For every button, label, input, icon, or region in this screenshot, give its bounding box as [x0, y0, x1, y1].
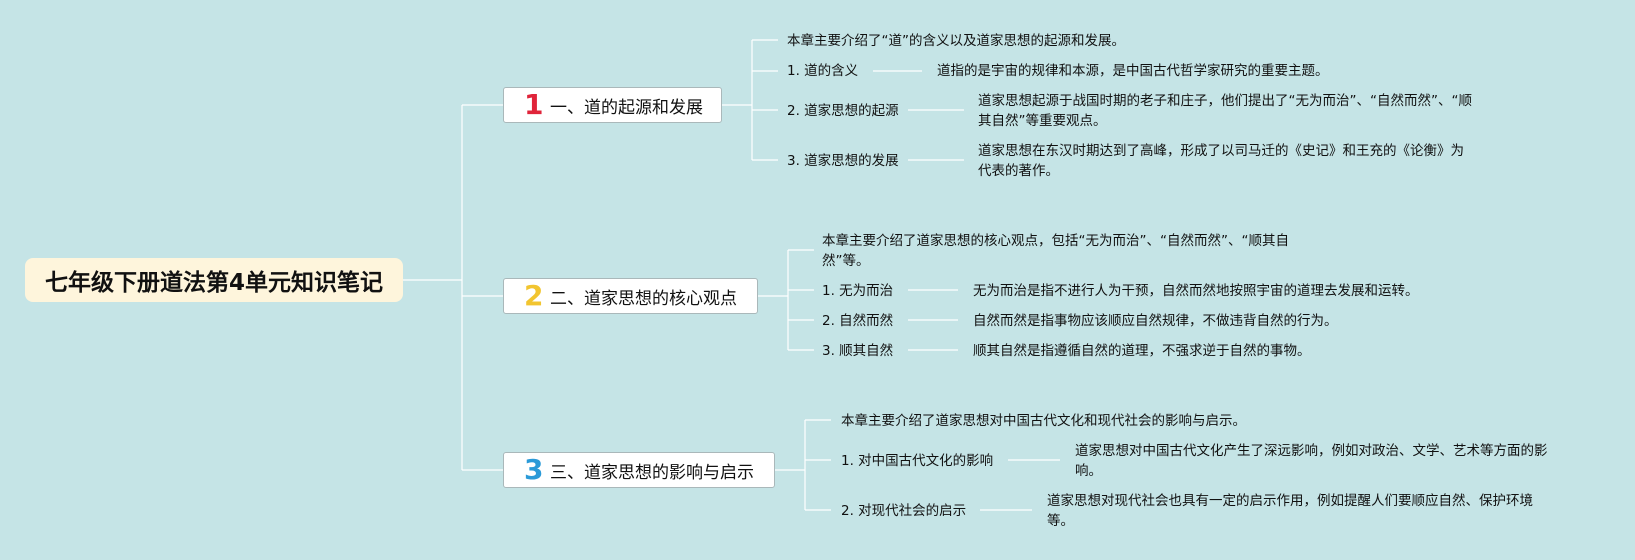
branch-2-item-2-detail: 自然而然是指事物应该顺应自然规律，不做违背自然的行为。	[973, 313, 1338, 329]
branch-3-item-2-detail: 道家思想对现代社会也具有一定的启示作用，例如提醒人们要顺应自然、保护环境等。	[1047, 493, 1533, 529]
branch-3-item-1-detail: 道家思想对中国古代文化产生了深远影响，例如对政治、文学、艺术等方面的影响。	[1075, 443, 1548, 479]
branch-1-item-1-label: 1. 道的含义	[787, 63, 859, 79]
branch-3-title: 三、道家思想的影响与启示	[550, 462, 754, 483]
branch-1-node[interactable]: 1 一、道的起源和发展	[503, 87, 722, 123]
root-title: 七年级下册道法第4单元知识笔记	[44, 270, 383, 296]
branch-1-item-2-detail: 道家思想起源于战国时期的老子和庄子，他们提出了“无为而治”、“自然而然”、“顺其…	[978, 93, 1472, 129]
number-1-icon: 1	[524, 88, 544, 121]
branch-1-item-3-label: 3. 道家思想的发展	[787, 153, 899, 169]
root-node[interactable]: 七年级下册道法第4单元知识笔记	[25, 258, 403, 302]
branch-2-item-1-label: 1. 无为而治	[822, 283, 894, 299]
branch-1-intro: 本章主要介绍了“道”的含义以及道家思想的起源和发展。	[787, 33, 1125, 49]
branch-3-item-2-label: 2. 对现代社会的启示	[841, 503, 967, 519]
branch-2-item-2-label: 2. 自然而然	[822, 313, 894, 329]
branch-2-item-1-detail: 无为而治是指不进行人为干预，自然而然地按照宇宙的道理去发展和运转。	[973, 283, 1419, 299]
number-2-icon: 2	[524, 279, 544, 312]
branch-1-item-1-detail: 道指的是宇宙的规律和本源，是中国古代哲学家研究的重要主题。	[937, 63, 1329, 79]
branch-2-node[interactable]: 2 二、道家思想的核心观点	[503, 278, 758, 314]
branch-2-intro: 本章主要介绍了道家思想的核心观点，包括“无为而治”、“自然而然”、“顺其自然”等…	[822, 233, 1289, 269]
branch-1-item-3-detail: 道家思想在东汉时期达到了高峰，形成了以司马迁的《史记》和王充的《论衡》为代表的著…	[978, 143, 1464, 179]
branch-3-intro: 本章主要介绍了道家思想对中国古代文化和现代社会的影响与启示。	[841, 413, 1246, 429]
branch-1-item-2-label: 2. 道家思想的起源	[787, 103, 899, 119]
branch-2-title: 二、道家思想的核心观点	[550, 288, 737, 309]
branch-3-node[interactable]: 3 三、道家思想的影响与启示	[503, 452, 775, 488]
branch-1-title: 一、道的起源和发展	[550, 97, 703, 118]
branch-2-item-3-detail: 顺其自然是指遵循自然的道理，不强求逆于自然的事物。	[973, 343, 1311, 359]
number-3-icon: 3	[524, 453, 544, 486]
branch-3-item-1-label: 1. 对中国古代文化的影响	[841, 453, 994, 469]
branch-2-item-3-label: 3. 顺其自然	[822, 343, 894, 359]
